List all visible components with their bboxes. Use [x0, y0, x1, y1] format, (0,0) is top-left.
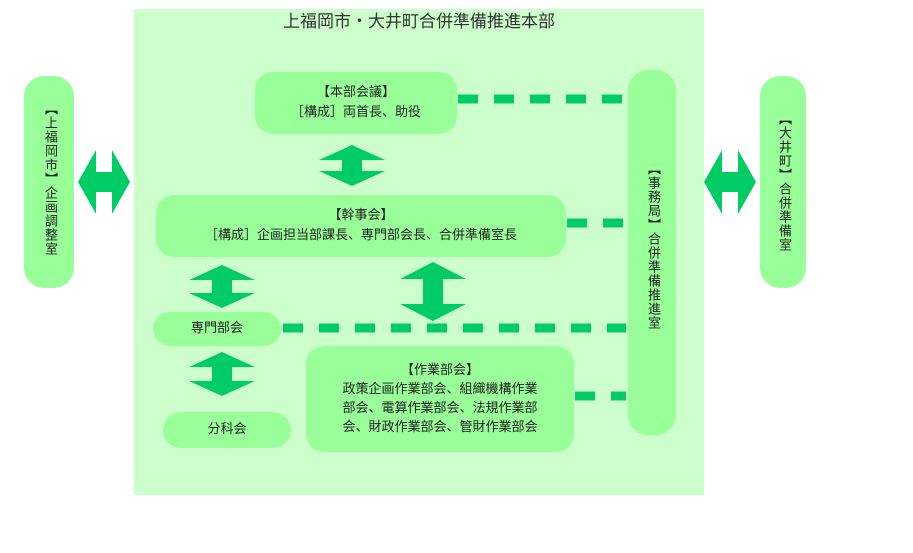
jimukyoku-box: 【事務局】合併準備推進室: [628, 70, 676, 435]
bunka-kai-label: 分科会: [207, 422, 247, 437]
sagyo-bukai-line-2: 部会、電算作業部会、法規作業部: [342, 401, 538, 416]
sagyo-bukai-heading: 【作業部会】: [400, 363, 479, 378]
senmon-bukai-label: 専門部会: [190, 321, 243, 336]
sagyo-bukai-box: 【作業部会】 政策企画作業部会、組織機構作業 部会、電算作業部会、法規作業部 会…: [306, 346, 574, 452]
sagyo-bukai-line-1: 政策企画作業部会、組織機構作業: [342, 382, 538, 397]
sagyo-bukai-line-3: 会、財政作業部会、管財作業部会: [342, 420, 538, 435]
kanji-kai-heading: 【幹事会】: [328, 208, 394, 223]
diagram-title: 上福岡市・大井町合併準備推進本部: [283, 12, 555, 32]
oi-merger-office-box: 【大井町】合併準備室: [760, 76, 806, 288]
senmon-bukai-box: 専門部会: [153, 312, 281, 346]
left-double-arrow: [78, 150, 130, 214]
kamifukuoka-planning-label: 【上福岡市】企画調整室: [42, 102, 57, 256]
senmon-bunka-double-arrow: [189, 352, 255, 396]
honbu-kaigi-heading: 【本部会議】: [316, 85, 395, 100]
honbu-kanji-double-arrow: [319, 145, 385, 186]
kamifukuoka-planning-box: 【上福岡市】企画調整室: [24, 76, 74, 288]
jimukyoku-label: 【事務局】合併準備推進室: [645, 162, 660, 330]
honbu-kaigi-members: ［構成］両首長、助役: [290, 105, 421, 120]
right-double-arrow: [704, 150, 756, 214]
honbu-kaigi-box: 【本部会議】 ［構成］両首長、助役: [255, 72, 457, 134]
bunka-kai-box: 分科会: [163, 412, 291, 448]
oi-merger-office-label: 【大井町】合併準備室: [776, 112, 791, 252]
kanji-kai-members: ［構成］企画担当部課長、専門部会長、合併準備室長: [204, 228, 517, 243]
kanji-sagyo-double-arrow: [400, 262, 466, 321]
kanji-senmon-double-arrow: [189, 265, 255, 308]
kanji-kai-box: 【幹事会】 ［構成］企画担当部課長、専門部会長、合併準備室長: [156, 195, 566, 257]
